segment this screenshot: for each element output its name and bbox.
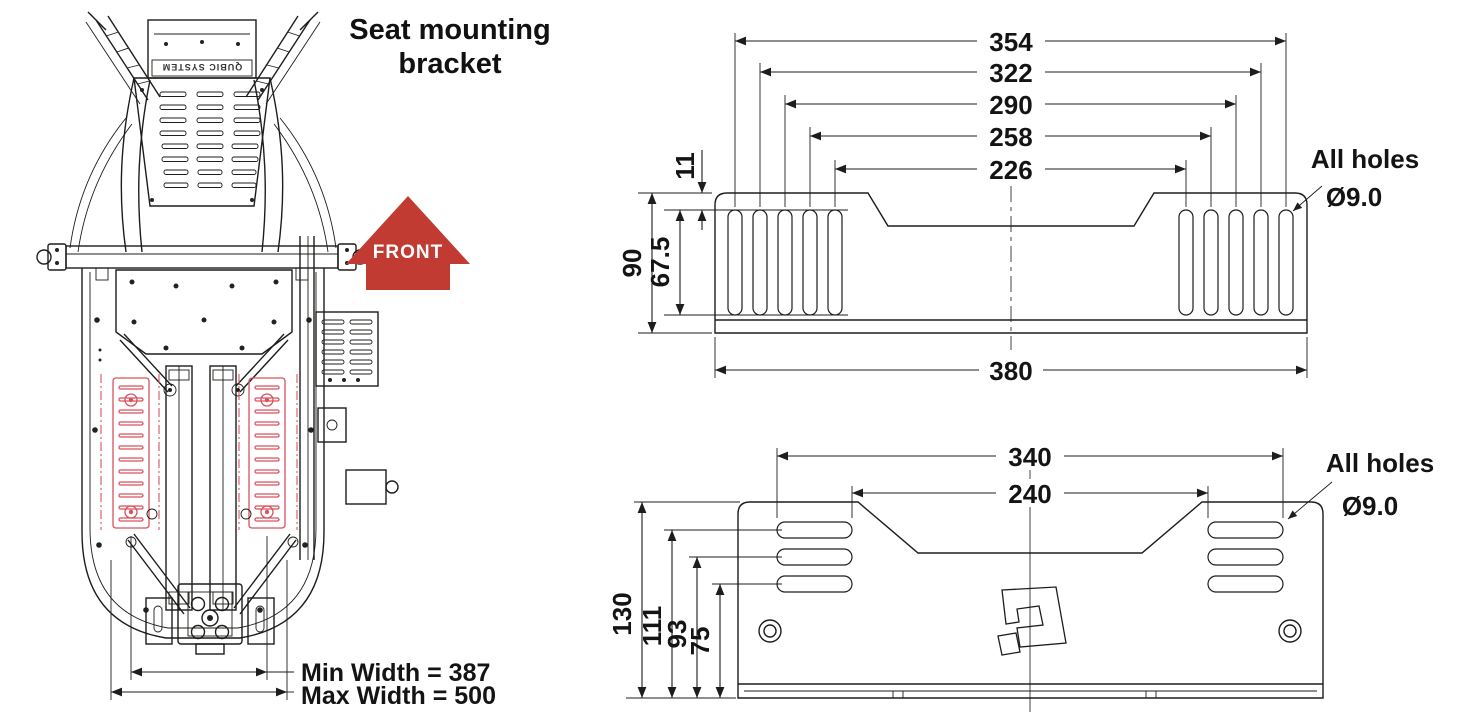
dim-67-5: 67.5	[645, 210, 685, 315]
svg-text:Ø9.0: Ø9.0	[1342, 491, 1398, 521]
dim-130: 130	[607, 502, 647, 698]
front-rail-left	[85, 11, 161, 105]
svg-text:130: 130	[607, 592, 637, 635]
extension-lines	[626, 448, 1284, 699]
seat-bracket-highlight-left	[100, 374, 160, 530]
seat-slide-bars	[165, 365, 237, 611]
cockpit-top-view: QUBIC SYSTEM	[36, 11, 496, 710]
dim-226: 226	[835, 155, 1186, 185]
fender-arm-left	[69, 117, 127, 249]
dim-11: 11	[670, 150, 707, 230]
dim-93: 93	[662, 557, 702, 698]
svg-text:111: 111	[637, 606, 667, 647]
front-crossbeam	[36, 243, 368, 281]
dim-258: 258	[810, 122, 1211, 152]
svg-text:All holes: All holes	[1311, 144, 1419, 174]
dim-max-width: Max Width = 500	[110, 560, 496, 710]
svg-text:322: 322	[989, 58, 1032, 88]
max-width-label: Max Width = 500	[301, 682, 496, 710]
brand-text: QUBIC SYSTEM	[162, 62, 243, 72]
dim-290: 290	[785, 90, 1236, 120]
bracket-plate-outline	[737, 501, 1324, 699]
svg-text:93: 93	[662, 620, 692, 649]
dim-111: 111	[637, 530, 677, 698]
min-width-label: Min Width = 387	[301, 659, 490, 687]
svg-text:258: 258	[989, 122, 1032, 152]
svg-text:90: 90	[617, 249, 647, 278]
pedal-deck	[120, 77, 284, 253]
pedal-deck-slots	[159, 91, 261, 188]
bracket-plate-outline	[714, 192, 1308, 334]
front-arrow: FRONT	[346, 196, 470, 290]
seat-bracket-highlight-right	[238, 374, 298, 530]
extension-lines	[638, 33, 1308, 378]
side-rail-and-tray	[299, 236, 399, 560]
dim-322: 322	[760, 58, 1261, 88]
rear-assembly	[125, 508, 299, 655]
svg-text:75: 75	[685, 627, 715, 656]
svg-text:67.5: 67.5	[645, 237, 675, 288]
dim-240: 240	[852, 479, 1208, 509]
svg-text:290: 290	[989, 90, 1032, 120]
dim-90: 90	[617, 193, 657, 333]
dim-340: 340	[777, 442, 1283, 472]
svg-text:354: 354	[989, 27, 1033, 57]
page-title: Seat mounting bracket	[322, 13, 578, 81]
logo-glyph	[997, 586, 1067, 656]
svg-text:226: 226	[989, 155, 1032, 185]
front-top-plate: QUBIC SYSTEM	[147, 19, 257, 79]
seat-platform	[115, 269, 293, 397]
bottom-view-drawing: 340 240 130 111 93 75	[607, 442, 1434, 712]
holes-note-top: All holes Ø9.0	[1292, 144, 1419, 212]
dim-380: 380	[715, 356, 1307, 386]
svg-text:340: 340	[1008, 442, 1051, 472]
svg-text:Ø9.0: Ø9.0	[1326, 182, 1382, 212]
round-holes	[758, 619, 1302, 643]
top-view-drawing: 354 322 290 258 226	[617, 27, 1419, 386]
page-title-line2: bracket	[398, 48, 502, 80]
page-title-line1: Seat mounting	[349, 14, 551, 46]
svg-text:All holes: All holes	[1326, 448, 1434, 478]
fender-arm-right	[279, 117, 337, 249]
dim-75: 75	[685, 584, 725, 698]
holes-note-bottom: All holes Ø9.0	[1287, 448, 1434, 521]
dim-min-width: Min Width = 387	[130, 536, 490, 687]
svg-text:380: 380	[989, 356, 1032, 386]
dim-354: 354	[735, 27, 1286, 57]
front-rail-right	[245, 11, 321, 105]
svg-text:11: 11	[670, 152, 700, 180]
base-frame-outline	[81, 268, 325, 639]
front-arrow-label: FRONT	[373, 242, 443, 263]
svg-text:240: 240	[1008, 479, 1051, 509]
